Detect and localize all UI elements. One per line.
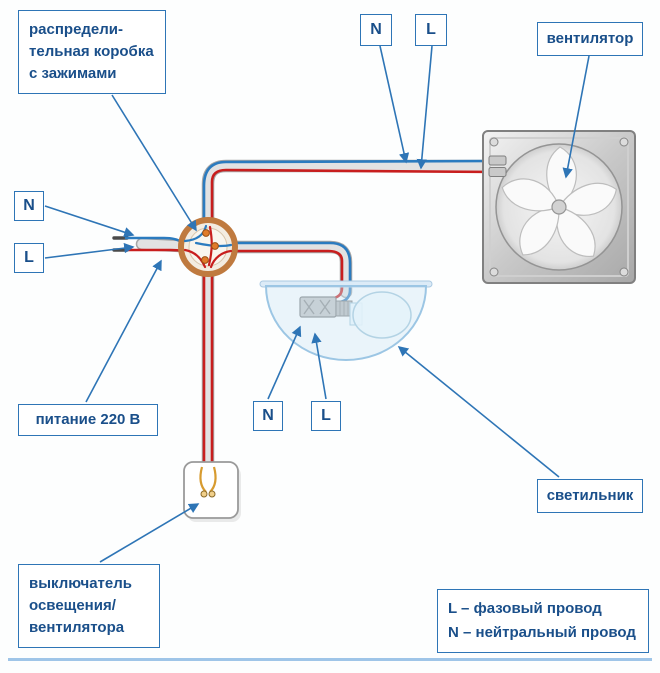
label-left-l: L (14, 243, 44, 273)
label-left-n: N (14, 191, 44, 221)
label-switch: выключатель освещения/ вентилятора (18, 564, 160, 648)
leader-left-l (44, 242, 135, 259)
label-line: освещения/ (29, 597, 116, 614)
clamp-terminal (201, 256, 209, 264)
leader-lines (44, 45, 590, 563)
label-top-l: L (415, 14, 447, 46)
cable-casings (135, 159, 501, 469)
leader-bottom-n (267, 325, 302, 400)
label-line: с зажимами (29, 65, 117, 82)
label-line: тельная коробка (29, 43, 154, 60)
leader-power (85, 259, 162, 403)
label-line: распредели- (29, 21, 124, 38)
lamp-dome-cover (264, 285, 428, 361)
leader-fan (562, 55, 590, 179)
fan (482, 130, 636, 284)
legend-line-n: N – нейтральный провод (448, 624, 636, 641)
label-line: вентилятора (29, 619, 125, 636)
leader-top-l (416, 45, 433, 170)
switch-terminal (208, 490, 216, 498)
legend-line-l: L – фазовый провод (448, 600, 602, 617)
leader-switch (99, 503, 200, 563)
label-power: питание 220 В (18, 404, 158, 436)
label-bottom-l: L (311, 401, 341, 431)
label-line: выключатель (29, 575, 132, 592)
light-bulb (335, 291, 412, 339)
leader-lamp (397, 346, 560, 478)
fan-blades (501, 146, 618, 257)
switch-terminal (200, 490, 208, 498)
junction-box (178, 217, 238, 277)
label-bottom-n: N (253, 401, 283, 431)
label-fan: вентилятор (537, 22, 643, 56)
label-junction-box: распредели- тельная коробка с зажимами (18, 10, 166, 94)
clamp-terminal (202, 229, 210, 237)
cable-wires (112, 159, 499, 466)
clamp-terminal (211, 242, 219, 250)
fan-hub (551, 199, 567, 215)
leader-junction-box (111, 94, 197, 232)
fan-screws (489, 137, 629, 277)
leader-top-n (379, 45, 410, 164)
lamp (259, 280, 433, 361)
light-switch (183, 461, 241, 522)
bottom-divider (8, 658, 652, 661)
legend-box: L – фазовый провод N – нейтральный прово… (437, 589, 649, 653)
label-lamp: светильник (537, 479, 643, 513)
leader-left-n (44, 205, 135, 238)
leader-bottom-l (311, 332, 327, 400)
label-top-n: N (360, 14, 392, 46)
fan-terminals (488, 155, 507, 177)
